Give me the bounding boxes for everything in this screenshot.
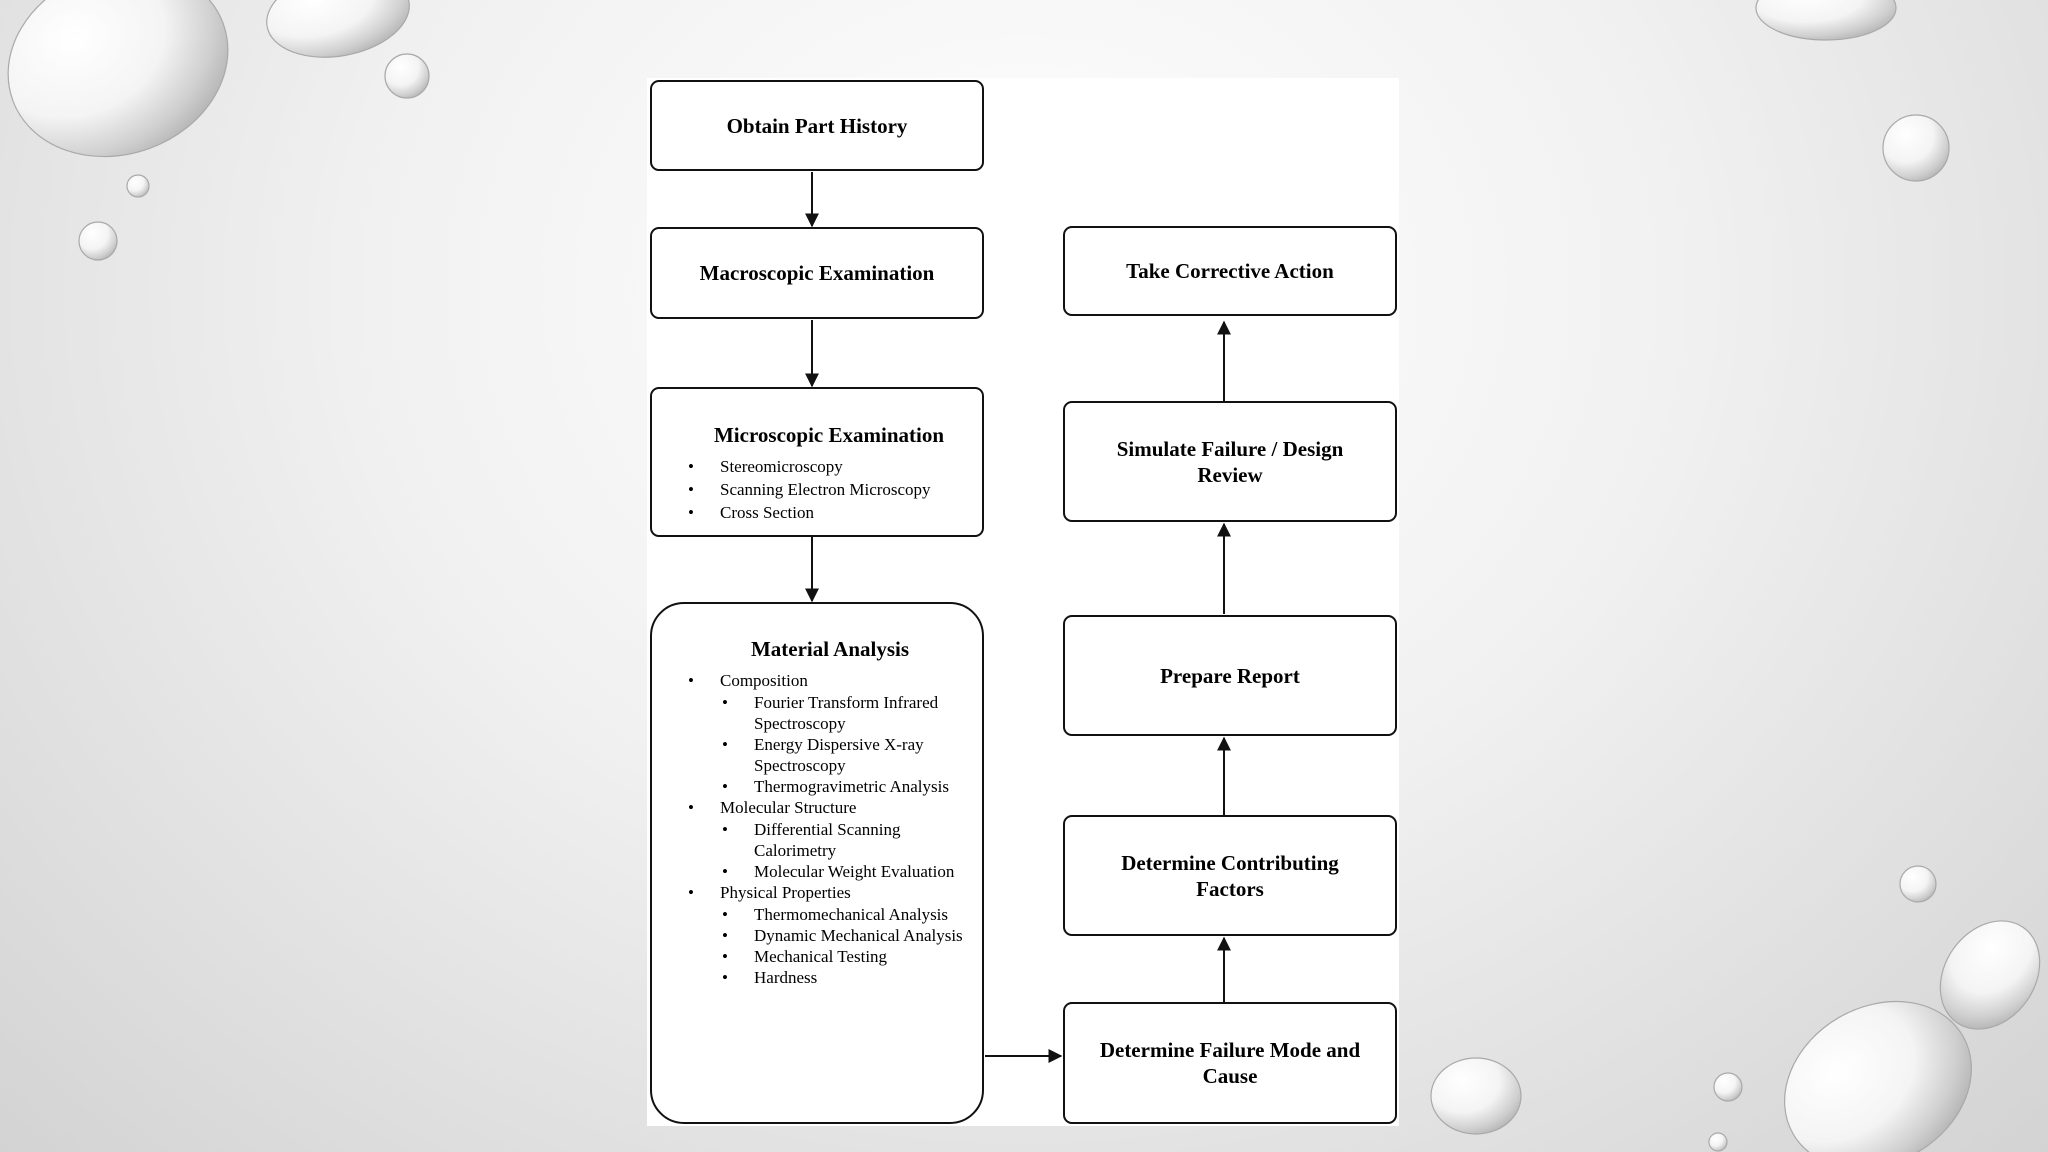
sub-list: Fourier Transform Infrared Spectroscopy … bbox=[720, 692, 974, 797]
step-label: Determine Contributing Factors bbox=[1121, 850, 1339, 901]
sub-list-item: Dynamic Mechanical Analysis bbox=[720, 925, 974, 946]
list-item: Stereomicroscopy bbox=[686, 455, 972, 478]
step-label: Prepare Report bbox=[1160, 663, 1300, 688]
sub-list-item: Energy Dispersive X-ray Spectroscopy bbox=[720, 734, 974, 776]
sub-list-item: Fourier Transform Infrared Spectroscopy bbox=[720, 692, 974, 734]
step-obtain-part-history: Obtain Part History bbox=[650, 80, 984, 171]
step-macroscopic-examination: Macroscopic Examination bbox=[650, 227, 984, 319]
list-item: Cross Section bbox=[686, 501, 972, 524]
list-item: Scanning Electron Microscopy bbox=[686, 478, 972, 501]
step-material-analysis: Material Analysis Composition Fourier Tr… bbox=[650, 602, 984, 1124]
sub-list-item: Thermomechanical Analysis bbox=[720, 904, 974, 925]
sub-list-item: Hardness bbox=[720, 967, 974, 988]
step-determine-contributing-factors: Determine Contributing Factors bbox=[1063, 815, 1397, 936]
step-take-corrective-action: Take Corrective Action bbox=[1063, 226, 1397, 316]
sub-list-item: Thermogravimetric Analysis bbox=[720, 776, 974, 797]
step-title: Material Analysis bbox=[750, 637, 910, 661]
step-prepare-report: Prepare Report bbox=[1063, 615, 1397, 736]
step-title: Microscopic Examination bbox=[713, 423, 944, 447]
group-label: Molecular Structure bbox=[720, 798, 857, 817]
step-simulate-failure-design-review: Simulate Failure / Design Review bbox=[1063, 401, 1397, 522]
step-label: Obtain Part History bbox=[726, 113, 908, 138]
sub-list: Differential Scanning Calorimetry Molecu… bbox=[720, 819, 974, 882]
sub-list: Thermomechanical Analysis Dynamic Mechan… bbox=[720, 904, 974, 988]
step-determine-failure-mode-and-cause: Determine Failure Mode and Cause bbox=[1063, 1002, 1397, 1124]
list-item: Molecular Structure Differential Scannin… bbox=[686, 797, 974, 882]
step-label: Simulate Failure / Design Review bbox=[1116, 436, 1344, 487]
micro-method-list: Stereomicroscopy Scanning Electron Micro… bbox=[686, 455, 972, 524]
sub-list-item: Molecular Weight Evaluation bbox=[720, 861, 974, 882]
group-label: Composition bbox=[720, 671, 808, 690]
step-label: Determine Failure Mode and Cause bbox=[1099, 1038, 1361, 1088]
step-label: Macroscopic Examination bbox=[699, 261, 935, 285]
group-label: Physical Properties bbox=[720, 883, 851, 902]
list-item: Composition Fourier Transform Infrared S… bbox=[686, 670, 974, 797]
material-method-list: Composition Fourier Transform Infrared S… bbox=[686, 670, 974, 988]
list-item: Physical Properties Thermomechanical Ana… bbox=[686, 882, 974, 988]
sub-list-item: Differential Scanning Calorimetry bbox=[720, 819, 974, 861]
step-label: Take Corrective Action bbox=[1126, 259, 1334, 283]
sub-list-item: Mechanical Testing bbox=[720, 946, 974, 967]
step-microscopic-examination: Microscopic Examination Stereomicroscopy… bbox=[650, 387, 984, 537]
